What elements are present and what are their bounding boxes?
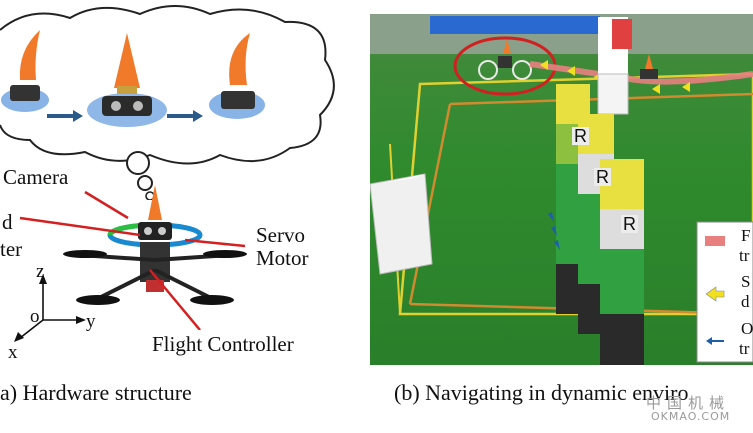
- box-letter-2: R: [594, 167, 611, 187]
- arrow-right-icon: [167, 110, 203, 122]
- watermark-url: OKMAO.COM: [651, 410, 731, 423]
- axis-z-label: z: [36, 261, 45, 282]
- legend-2-line1: S: [741, 272, 751, 291]
- arena-scene: [370, 14, 753, 365]
- box-letter-3: R: [621, 214, 638, 234]
- motor-label: Motor: [256, 246, 309, 270]
- axis-y-label: y: [86, 311, 96, 332]
- drone-view-left-icon: [1, 30, 49, 112]
- box-letter-1: R: [572, 126, 589, 146]
- legend-1-line2: tr: [739, 246, 750, 265]
- thought-cloud: [0, 5, 335, 200]
- servo-label: Servo: [256, 223, 305, 247]
- legend-1-line1: F: [741, 226, 751, 245]
- coordinate-axes: [14, 274, 86, 342]
- drone-illustration: [63, 185, 247, 305]
- navigation-photo: [370, 14, 753, 365]
- legend-2-line2: d: [741, 292, 750, 311]
- legend-3-line1: O: [741, 319, 753, 338]
- pointer-lines: [19, 190, 246, 330]
- camera-label: Camera: [3, 165, 69, 189]
- drone-view-center-icon: [87, 33, 167, 127]
- watermark-chinese: 中国机械: [646, 394, 731, 412]
- panel-a-caption: a) Hardware structure: [0, 380, 192, 405]
- arrow-right-icon: [47, 110, 83, 122]
- axis-x-label: x: [8, 342, 18, 363]
- left-partial-label-2: ter: [0, 237, 23, 261]
- panel-b-caption: (b) Navigating in dynamic enviro: [394, 380, 689, 405]
- flight-controller-label: Flight Controller: [152, 332, 294, 356]
- drone-view-right-icon: [209, 33, 265, 119]
- axis-origin-label: o: [30, 306, 40, 327]
- left-partial-label-1: d: [2, 210, 13, 234]
- legend-3-line2: tr: [739, 339, 750, 358]
